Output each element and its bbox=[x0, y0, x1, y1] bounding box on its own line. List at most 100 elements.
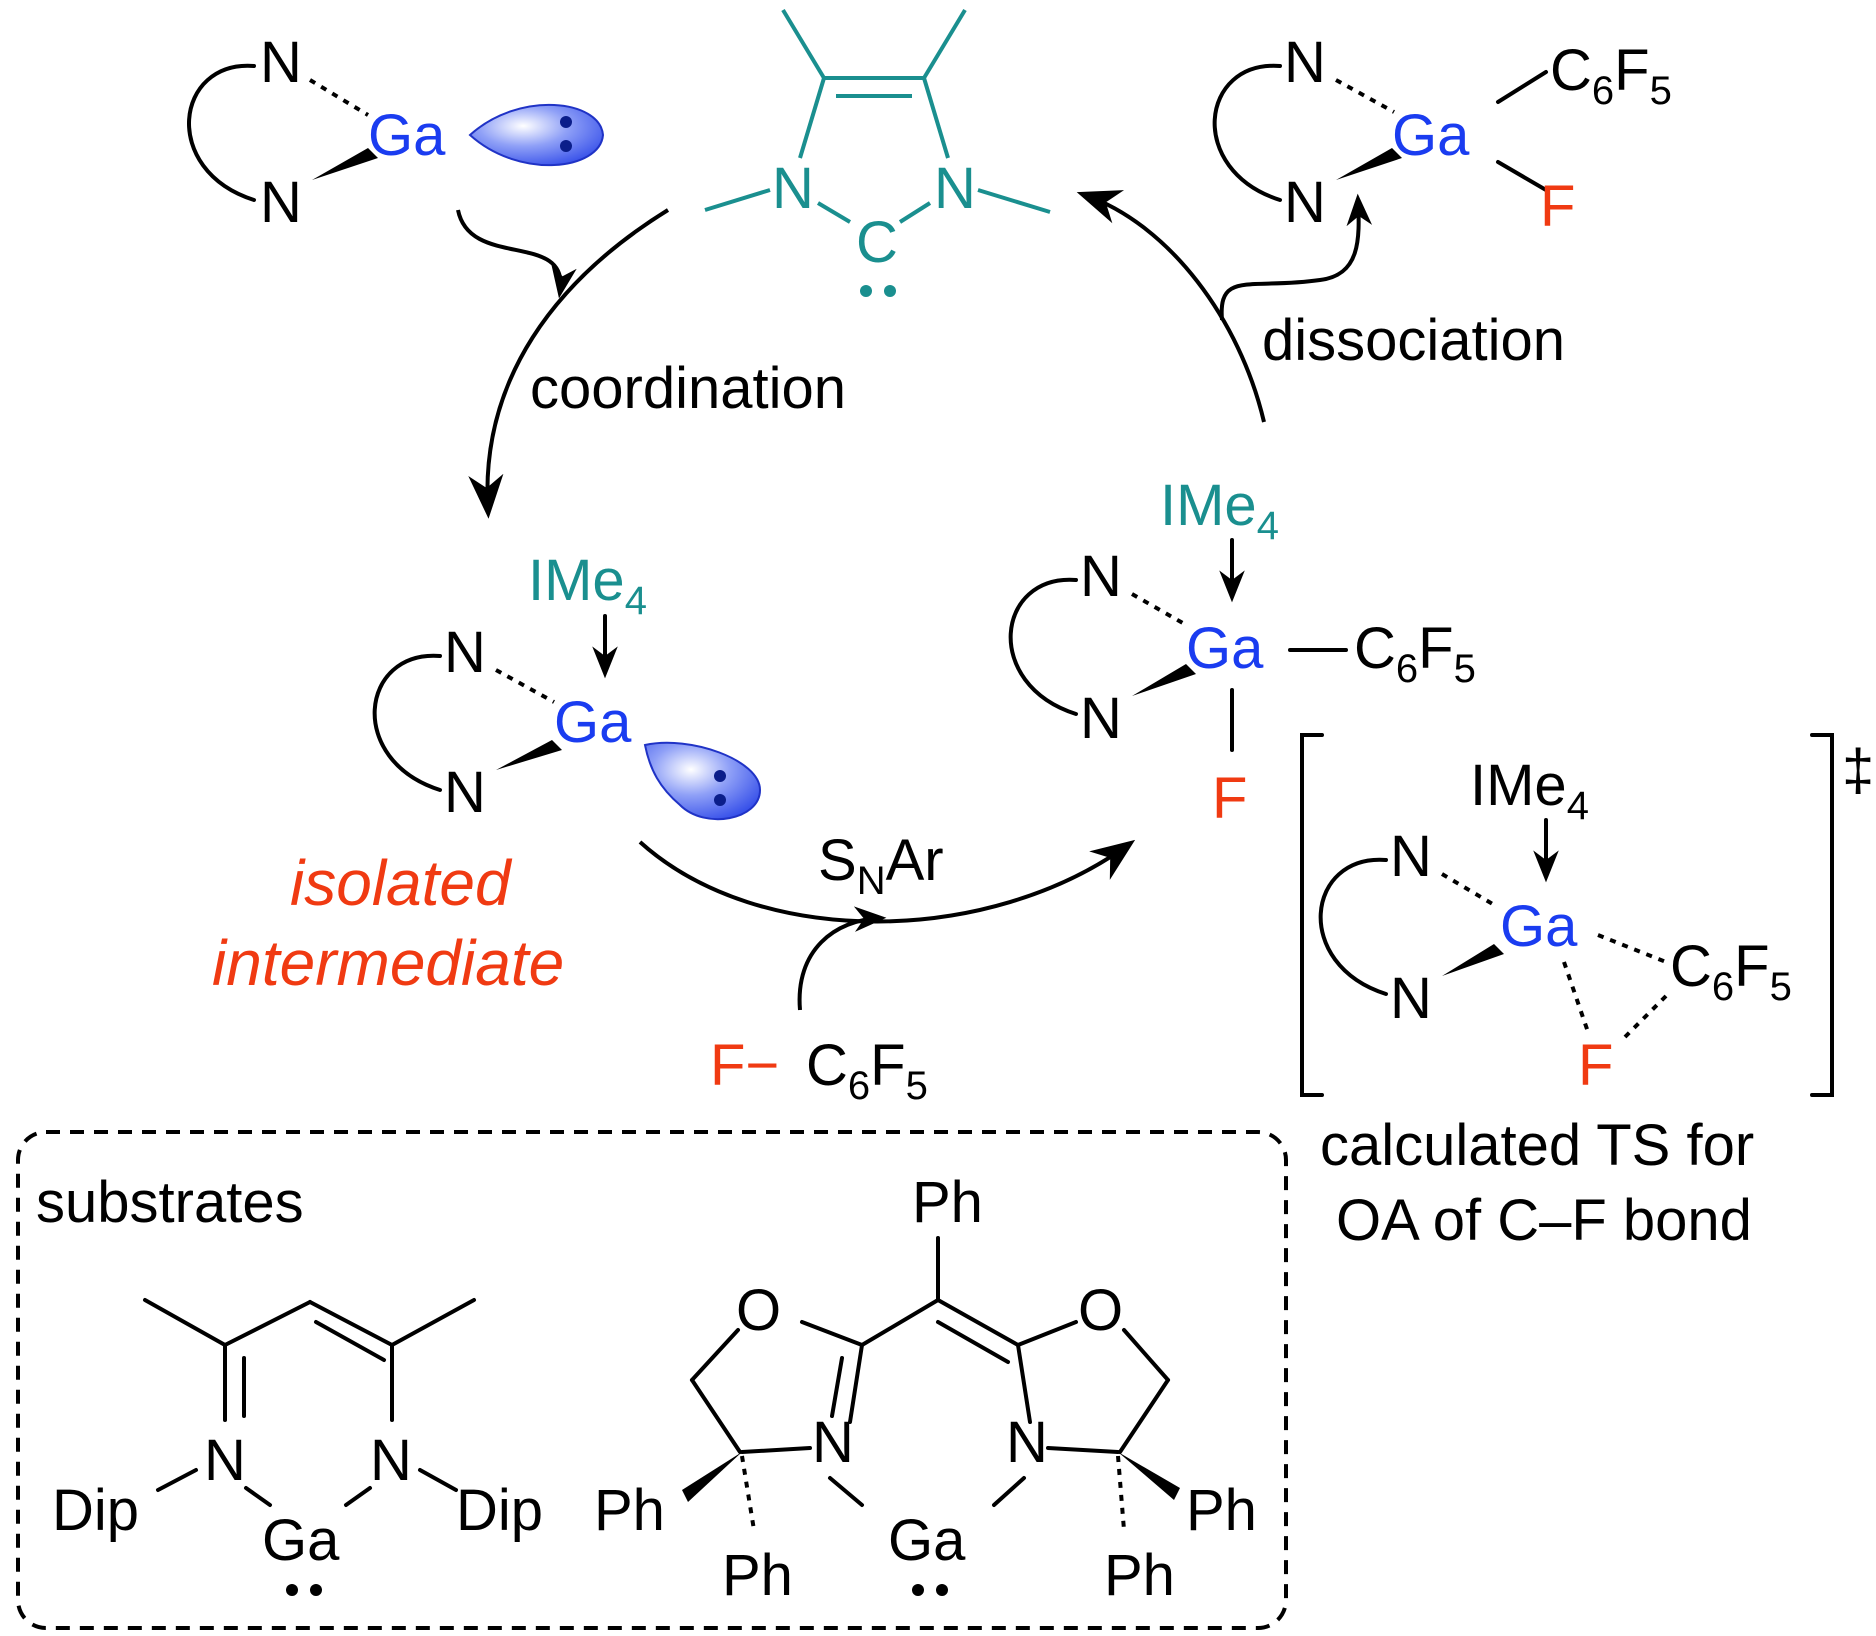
phenyl-top: Ph bbox=[912, 1170, 983, 1235]
atom-gallium: Ga bbox=[262, 1508, 340, 1573]
ligand-backbone-arc bbox=[372, 653, 442, 792]
hashed-bond bbox=[740, 1455, 756, 1531]
atom-fluorine: F bbox=[1578, 1033, 1613, 1098]
phenyl-right-1: Ph bbox=[1186, 1478, 1257, 1543]
ga-lone-pair-dot bbox=[286, 1584, 298, 1596]
n-methyl-bond bbox=[704, 188, 771, 212]
ch2-cq-bond bbox=[690, 1378, 742, 1454]
lone-pair-orbital bbox=[468, 104, 605, 166]
atom-n-lower: N bbox=[1080, 686, 1122, 751]
central-c-double-bond-inner bbox=[936, 1320, 1010, 1364]
substrate-bisoxazoline-gallium: Ph O N Ph Ph O N bbox=[594, 1170, 1257, 1608]
reagent-c6f5: C6F5 bbox=[806, 1033, 928, 1108]
lone-pair-dot bbox=[560, 140, 572, 152]
ring-bond bbox=[798, 77, 826, 159]
ligand-backbone-arc bbox=[1318, 857, 1388, 996]
lone-pair-dot bbox=[714, 794, 726, 806]
n-ga-bond bbox=[244, 1486, 272, 1507]
atom-o-right: O bbox=[1078, 1278, 1123, 1343]
lone-pair-orbital bbox=[643, 741, 762, 821]
phenyl-left-2: Ph bbox=[722, 1543, 793, 1608]
ime4-label: IMe4 bbox=[1160, 473, 1279, 548]
atom-n-upper: N bbox=[444, 620, 486, 685]
ime4-label: IMe4 bbox=[1470, 753, 1589, 828]
hashed-bond bbox=[495, 668, 555, 704]
atom-gallium: Ga bbox=[1392, 103, 1470, 168]
ts-bracket-right bbox=[1810, 733, 1834, 1097]
ts-caption-line-2: OA of C–F bond bbox=[1336, 1188, 1752, 1253]
atom-n-right: N bbox=[1006, 1410, 1048, 1475]
atom-n-lower: N bbox=[1390, 966, 1432, 1031]
ime4-label: IMe4 bbox=[528, 548, 647, 623]
methyl-bond bbox=[143, 1298, 227, 1347]
reagent-fluoropentafluorobenzene: F− C6F5 bbox=[710, 1033, 928, 1108]
isolated-label-line-2: intermediate bbox=[212, 927, 564, 999]
ts-caption-line-1: calculated TS for bbox=[1320, 1113, 1754, 1178]
ligand-backbone-arc bbox=[1212, 63, 1282, 202]
central-c-bond bbox=[860, 1298, 940, 1347]
atom-gallium: Ga bbox=[1500, 894, 1578, 959]
phenyl-right-2: Ph bbox=[1104, 1543, 1175, 1608]
atom-n-lower: N bbox=[260, 170, 302, 235]
atom-n-upper: N bbox=[1390, 824, 1432, 889]
c-n-bond bbox=[1016, 1343, 1032, 1424]
substrates-dashed-frame bbox=[16, 1130, 1288, 1630]
o-ch2-bond bbox=[1122, 1328, 1170, 1382]
wedge-bond bbox=[1442, 944, 1504, 976]
atom-n-upper: N bbox=[260, 30, 302, 95]
atom-n-lower: N bbox=[444, 760, 486, 825]
atom-fluorine: F bbox=[1540, 174, 1575, 239]
ga-lone-pair-dot bbox=[912, 1584, 924, 1596]
wedge-bond bbox=[682, 1452, 742, 1502]
carbene-lone-pair-dot bbox=[884, 285, 896, 297]
isolated-label-line-1: isolated bbox=[290, 847, 513, 919]
isolated-intermediate-adduct: IMe4 N N Ga isolated intermediate bbox=[212, 548, 762, 999]
transition-state: ‡ IMe4 N N Ga C6F5 F calculated TS for O… bbox=[1300, 733, 1874, 1253]
hashed-bond bbox=[1440, 872, 1498, 908]
atom-n-right: N bbox=[370, 1428, 412, 1493]
partial-bond-c-f bbox=[1620, 994, 1668, 1042]
n-c-bond bbox=[898, 201, 932, 224]
phenyl-left-1: Ph bbox=[594, 1478, 665, 1543]
hashed-bond bbox=[308, 78, 370, 117]
atom-n-right: N bbox=[934, 156, 976, 221]
backbone-double-bond bbox=[308, 1300, 394, 1347]
ga-f-bond bbox=[1496, 160, 1548, 192]
ga-lone-pair-dot bbox=[936, 1584, 948, 1596]
ch2-cq-bond bbox=[1118, 1378, 1170, 1454]
dissociation-arrow bbox=[1076, 190, 1266, 423]
ga-c6f5-bond bbox=[1496, 70, 1548, 104]
c6f5-group: C6F5 bbox=[1354, 616, 1476, 691]
c-o-bond bbox=[800, 1320, 864, 1347]
step-label-snar: SNAr bbox=[818, 828, 944, 903]
ga-entry-curly-arrow bbox=[456, 209, 577, 299]
c6f5-group: C6F5 bbox=[1670, 934, 1792, 1009]
oxidative-addition-product: IMe4 N N Ga C6F5 F bbox=[1008, 473, 1476, 831]
cycle-arrows bbox=[456, 190, 1373, 1011]
backbone-double-bond-inner bbox=[314, 1320, 386, 1362]
atom-n-left: N bbox=[812, 1410, 854, 1475]
atom-n-upper: N bbox=[1284, 30, 1326, 95]
c-n-double-bond-inner bbox=[830, 1356, 844, 1418]
n-c-bond bbox=[816, 201, 852, 224]
partial-bond-ga-f bbox=[1562, 961, 1590, 1033]
coordination-arrow bbox=[468, 208, 670, 519]
hashed-bond bbox=[1131, 592, 1189, 628]
n-methyl-bond bbox=[977, 188, 1051, 214]
dip-group-right: Dip bbox=[456, 1478, 543, 1543]
substrate-entry-curly-arrow bbox=[797, 906, 887, 1011]
wedge-bond bbox=[1118, 1452, 1180, 1500]
ligand-backbone-arc bbox=[187, 63, 256, 202]
lone-pair-dot bbox=[714, 770, 726, 782]
atom-carbene-c: C bbox=[856, 210, 898, 275]
partial-bond-ga-c bbox=[1597, 933, 1667, 964]
hashed-bond bbox=[1116, 1455, 1126, 1531]
c-n-double-bond bbox=[848, 1343, 864, 1424]
wedge-bond bbox=[1336, 148, 1402, 180]
n-dip-bond bbox=[156, 1468, 198, 1492]
atom-n-left: N bbox=[772, 156, 814, 221]
backbone-bond bbox=[223, 1300, 312, 1347]
substrates-box: substrates N N Dip Dip Ga Ph bbox=[16, 1130, 1288, 1630]
central-c-double-bond bbox=[936, 1298, 1020, 1347]
atom-gallium: Ga bbox=[554, 690, 632, 755]
